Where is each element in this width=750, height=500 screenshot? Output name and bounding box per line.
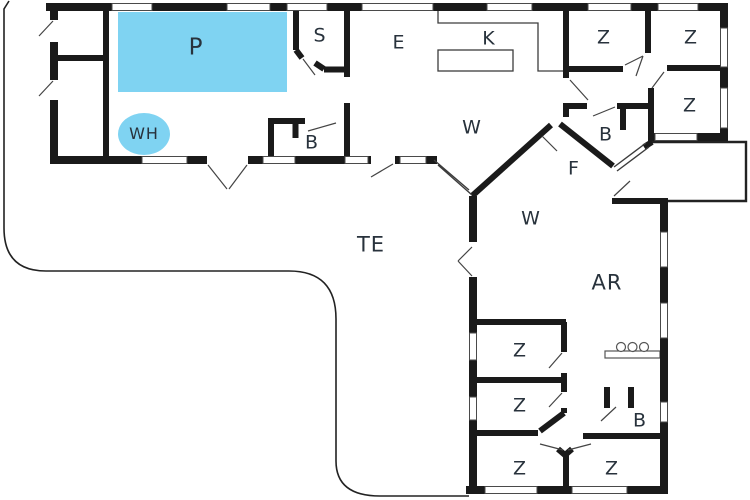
room-label-whirlpool: WH: [129, 124, 159, 143]
room-label-bedroom-s-2: Z: [512, 394, 528, 417]
annex-outline: [648, 140, 748, 203]
room-label-living-lower: W: [521, 207, 541, 230]
room-label-entrance: E: [392, 31, 406, 54]
windows: [111, 3, 728, 494]
room-label-sauna: S: [313, 24, 327, 47]
room-label-bath-pool: B: [304, 131, 320, 154]
room-label-bedroom-ne-1: Z: [596, 26, 612, 49]
room-label-bedroom-s-1: Z: [512, 339, 528, 362]
room-label-bedroom-e: Z: [682, 94, 698, 117]
diagonal-windows: [433, 142, 650, 196]
room-label-bedroom-s-3: Z: [512, 457, 528, 480]
whirlpool-circle: [118, 113, 170, 155]
washbasin-shelf: [604, 341, 661, 359]
inner-walls: [50, 3, 724, 494]
room-label-kitchen: K: [482, 27, 496, 50]
pool-water: [118, 12, 287, 92]
room-label-hall-f: F: [568, 157, 580, 180]
room-label-bath-south: B: [632, 409, 648, 432]
room-label-pool: P: [188, 34, 204, 61]
terrace-boundary: [3, 0, 469, 497]
room-label-bedroom-s-4: Z: [604, 457, 620, 480]
room-label-living-upper: W: [462, 116, 482, 139]
kitchen-counter: [437, 11, 566, 72]
room-label-annex-ar: AR: [591, 270, 623, 295]
room-label-terrace: TE: [356, 232, 386, 257]
room-label-bedroom-ne-2: Z: [683, 26, 699, 49]
door-swings: [38, 20, 665, 451]
room-label-bath-mid: B: [598, 123, 614, 146]
